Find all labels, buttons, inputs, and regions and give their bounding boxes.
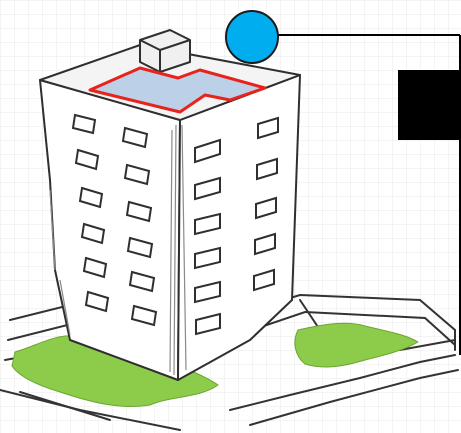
callout-box xyxy=(398,70,461,140)
roof-highlight-area xyxy=(88,66,267,114)
lawn-right xyxy=(294,322,419,368)
windows-left-face xyxy=(71,113,158,327)
windows-right-face xyxy=(194,116,279,336)
building-shading xyxy=(49,124,187,376)
location-dot-icon xyxy=(225,10,279,64)
